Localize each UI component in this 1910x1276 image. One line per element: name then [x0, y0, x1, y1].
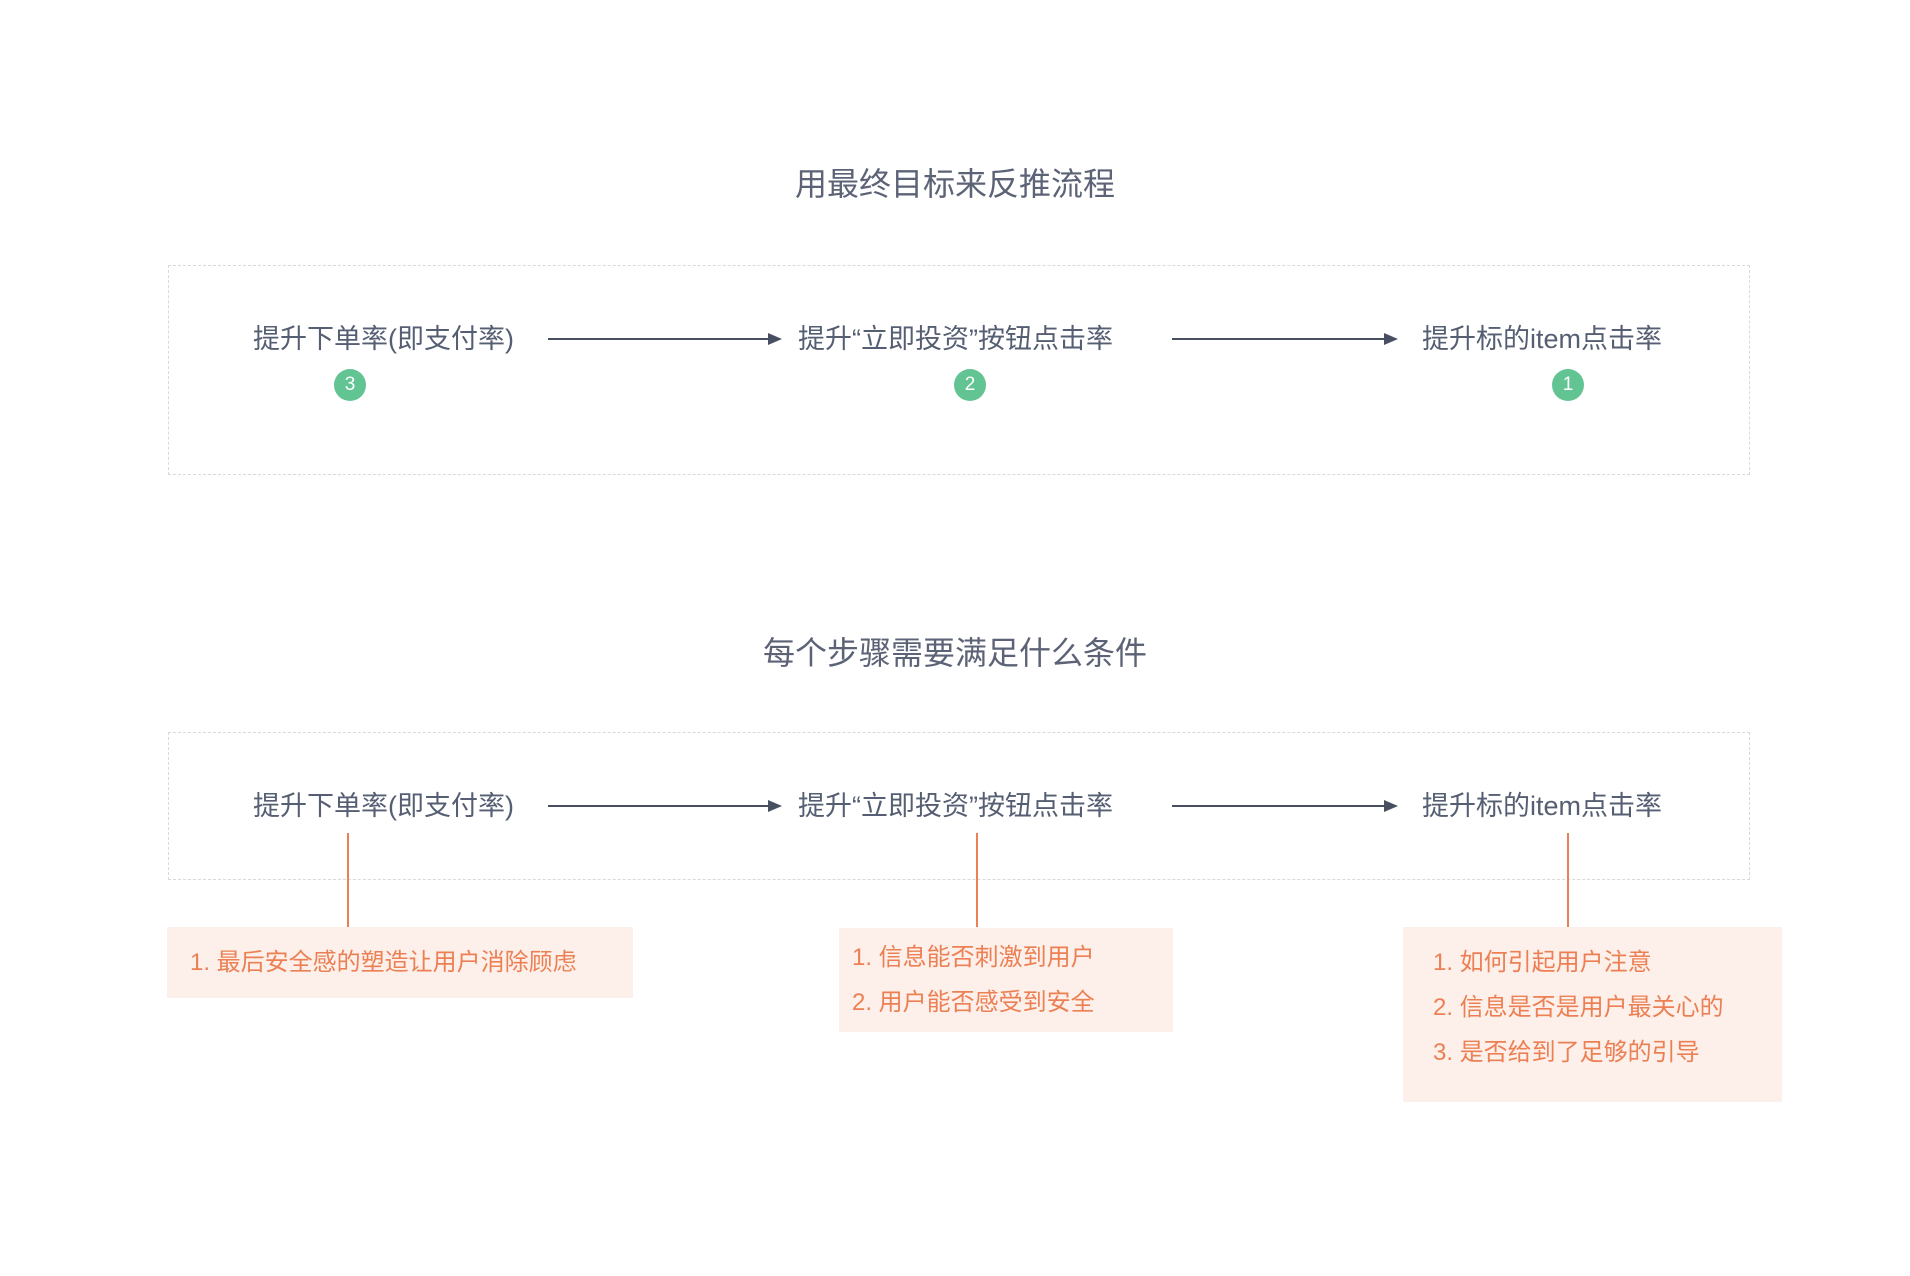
arrow-shaft — [548, 805, 768, 807]
step-order-badge: 2 — [954, 369, 986, 401]
goal-node-invest-button-rate: 提升“立即投资”按钮点击率 — [798, 324, 1113, 354]
note-item: 2. 信息是否是用户最关心的 — [1433, 994, 1724, 1021]
goal-flow-container: 提升下单率(即支付率) 提升“立即投资”按钮点击率 提升标的item点击率 3 … — [168, 265, 1750, 475]
step-order-badge: 3 — [334, 369, 366, 401]
arrow-right-icon — [1384, 800, 1398, 812]
goal-node-item-click-rate: 提升标的item点击率 — [1422, 324, 1663, 354]
note-connector-line — [1567, 833, 1569, 927]
note-item: 3. 是否给到了足够的引导 — [1433, 1039, 1700, 1066]
note-connector-line — [976, 833, 978, 927]
arrow-shaft — [1172, 805, 1384, 807]
conditions-node-item-click-rate: 提升标的item点击率 — [1422, 791, 1663, 821]
note-item: 2. 用户能否感受到安全 — [852, 989, 1095, 1016]
note-item: 1. 如何引起用户注意 — [1433, 949, 1652, 976]
note-card-order-rate: 1. 最后安全感的塑造让用户消除顾虑 — [167, 927, 633, 998]
goal-node-order-rate: 提升下单率(即支付率) — [253, 324, 514, 354]
section-goal-title: 用最终目标来反推流程 — [794, 166, 1115, 202]
note-connector-line — [347, 833, 349, 927]
arrow-shaft — [1172, 338, 1384, 340]
arrow-right-icon — [768, 800, 782, 812]
arrow-shaft — [548, 338, 768, 340]
conditions-node-order-rate: 提升下单率(即支付率) — [253, 791, 514, 821]
section-conditions-title: 每个步骤需要满足什么条件 — [762, 635, 1147, 671]
conditions-node-invest-button-rate: 提升“立即投资”按钮点击率 — [798, 791, 1113, 821]
arrow-right-icon — [1384, 333, 1398, 345]
note-card-invest-button: 1. 信息能否刺激到用户 2. 用户能否感受到安全 — [839, 928, 1173, 1032]
arrow-right-icon — [768, 333, 782, 345]
step-order-badge: 1 — [1552, 369, 1584, 401]
note-item: 1. 信息能否刺激到用户 — [852, 944, 1095, 971]
conditions-flow-container: 提升下单率(即支付率) 提升“立即投资”按钮点击率 提升标的item点击率 — [168, 732, 1750, 880]
note-item: 1. 最后安全感的塑造让用户消除顾虑 — [190, 949, 577, 976]
note-card-item-click: 1. 如何引起用户注意 2. 信息是否是用户最关心的 3. 是否给到了足够的引导 — [1403, 927, 1782, 1102]
